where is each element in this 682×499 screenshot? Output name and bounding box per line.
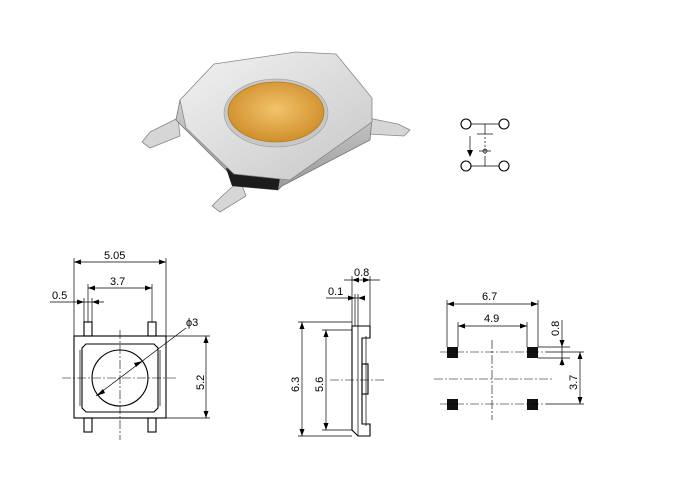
dim-offset: 0.1 (328, 286, 343, 298)
dim-pad-pitch: 3.7 (568, 375, 580, 390)
side-view-drawing (298, 276, 384, 437)
dim-body-height: 5.2 (195, 375, 207, 390)
dim-pin-pitch: 3.7 (110, 276, 125, 288)
dim-footprint-inner-width: 4.9 (484, 313, 499, 325)
switch-photo (141, 51, 411, 213)
dim-button-diameter: ϕ3 (186, 317, 198, 329)
schematic-symbol (460, 118, 510, 172)
dim-footprint-outer-width: 6.7 (482, 291, 497, 303)
dim-thickness: 0.8 (354, 267, 369, 279)
footprint-drawing (434, 300, 584, 420)
dim-pad-size: 0.8 (550, 321, 562, 336)
dim-pin-width: 0.5 (52, 290, 67, 302)
dim-overall-width: 5.05 (104, 250, 125, 262)
dim-overall-height: 6.3 (290, 377, 302, 392)
top-view-drawing (50, 258, 210, 440)
dim-side-body-height: 5.6 (314, 377, 326, 392)
